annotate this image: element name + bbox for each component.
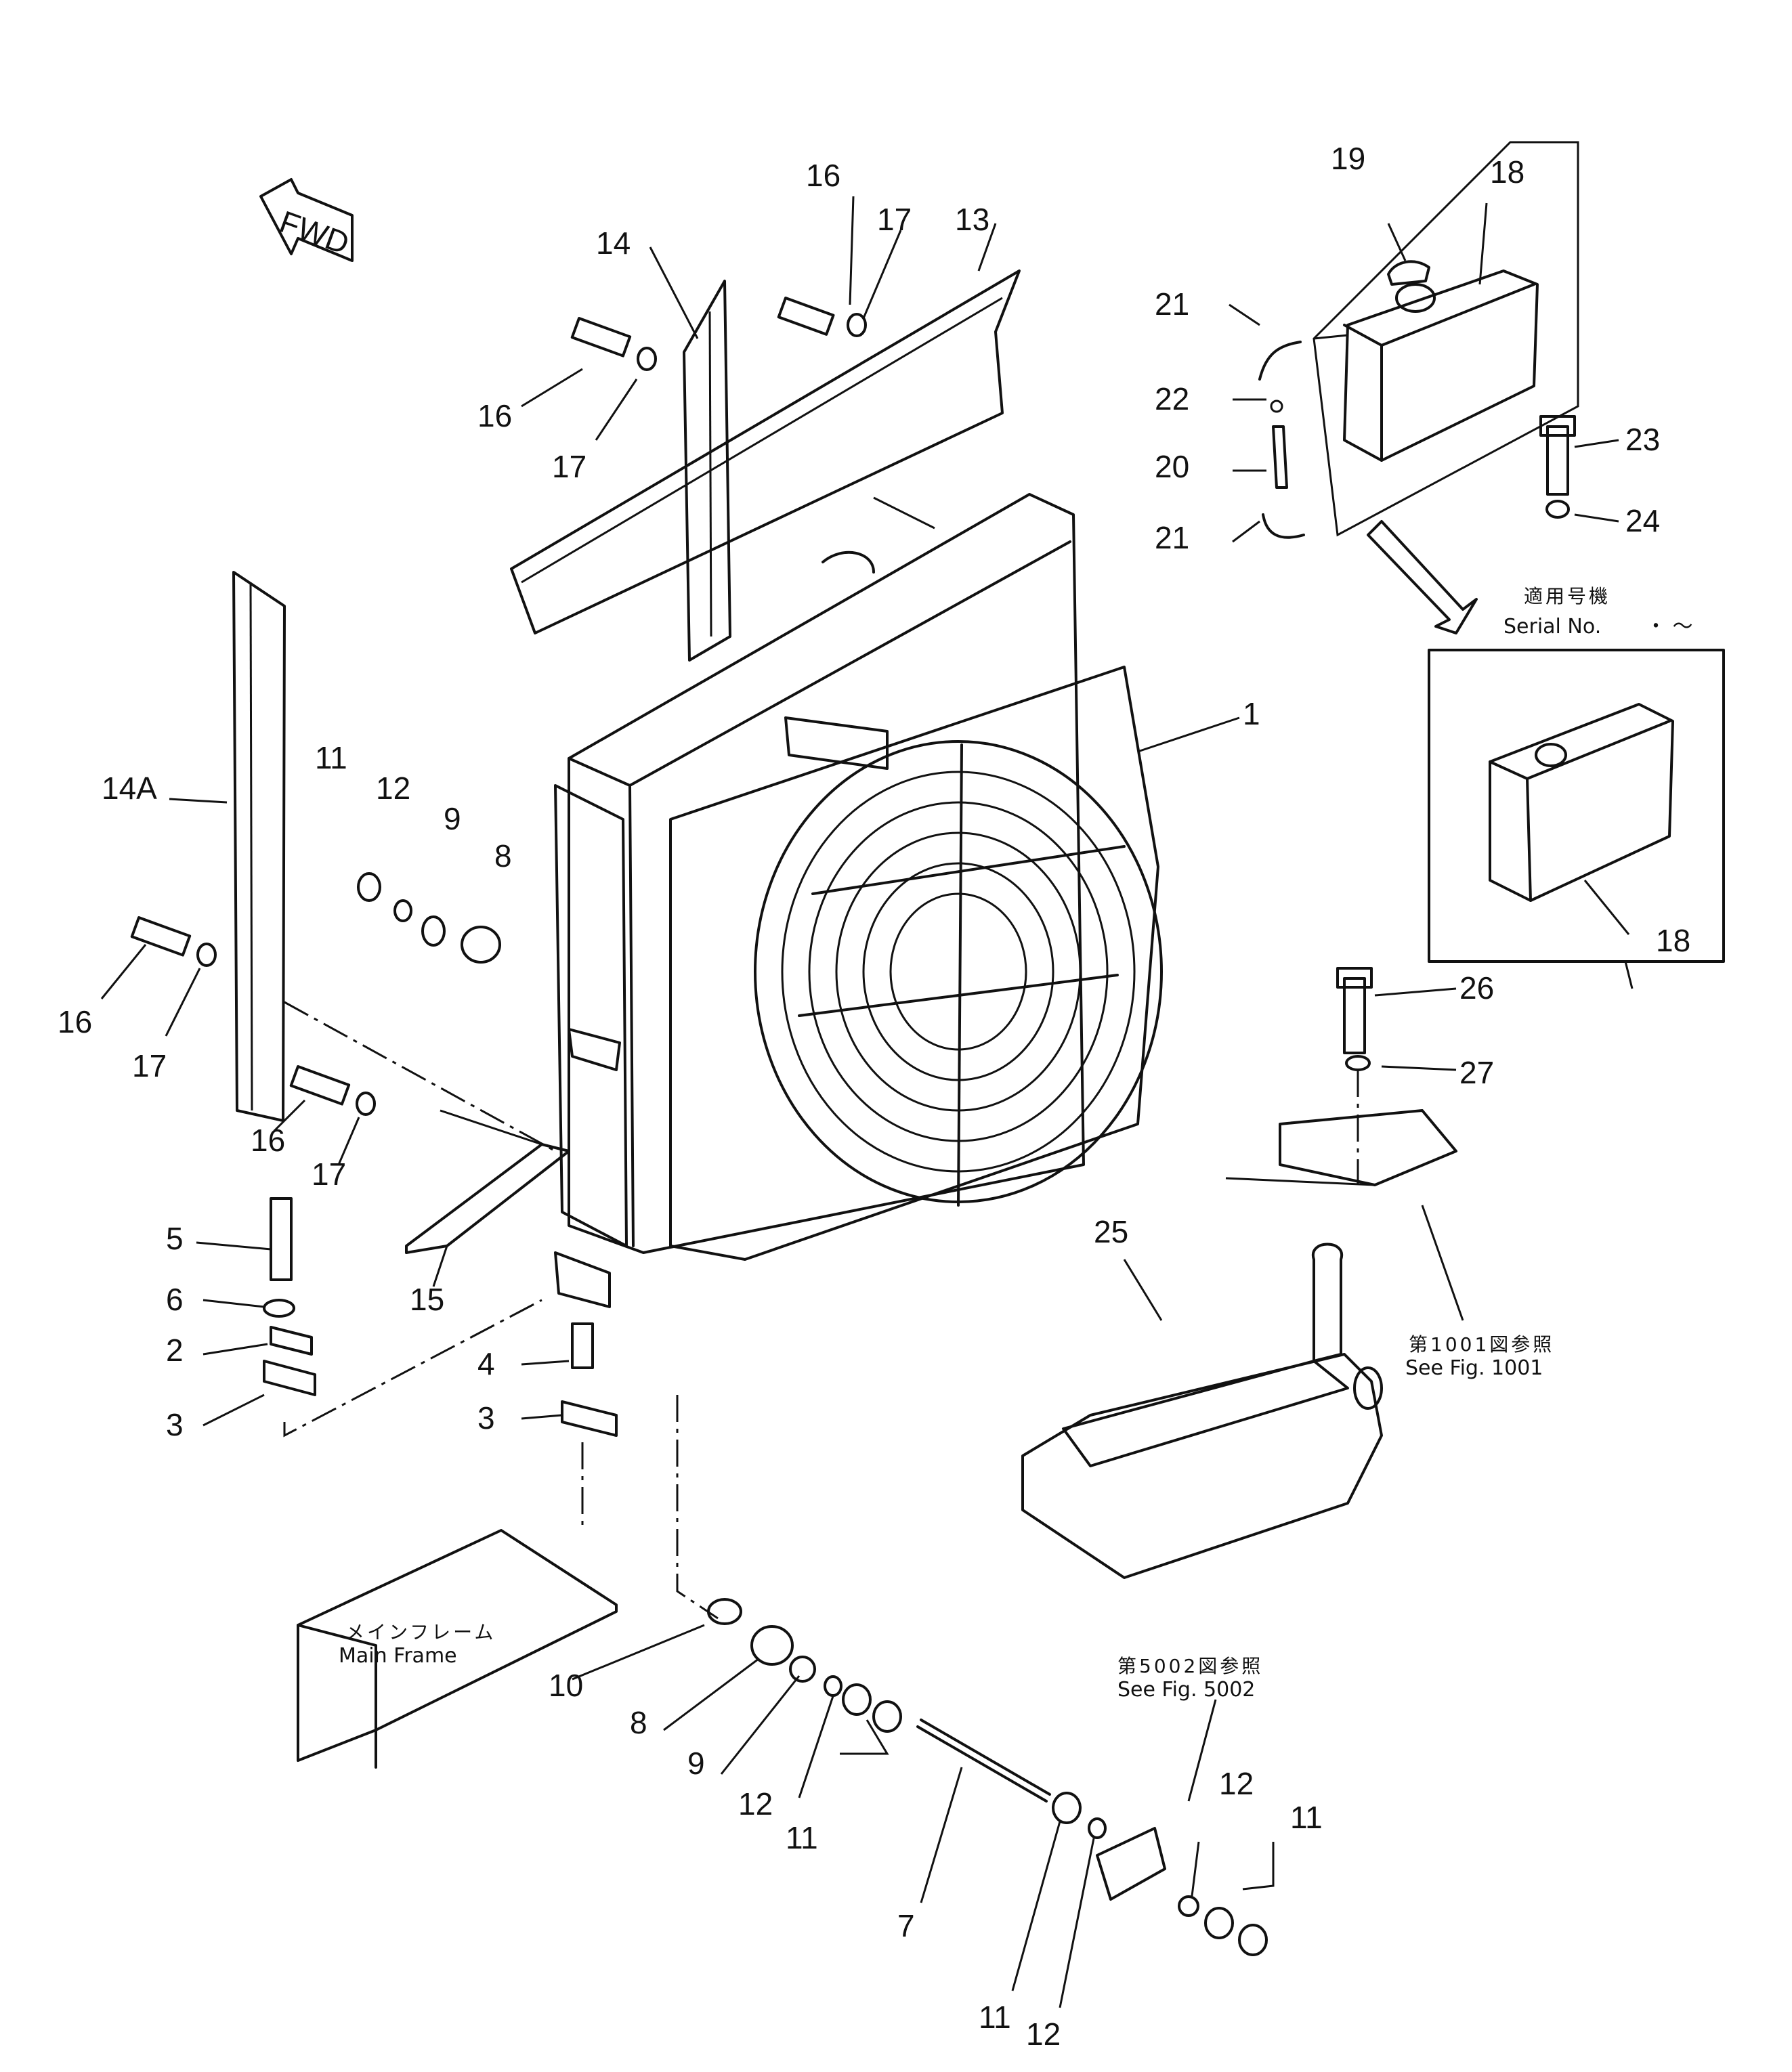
fig5002-note-jp: 第5002図参照 [1117, 1655, 1263, 1677]
callout-14: 14 [596, 225, 631, 261]
callout-5: 5 [166, 1221, 184, 1256]
lower-mount-parts [263, 1197, 618, 1437]
tank-bracket-outline [1313, 141, 1579, 537]
frame-bracket-1001 [1225, 1109, 1457, 1186]
callout-9: 9 [687, 1746, 705, 1781]
callout-3: 3 [166, 1407, 184, 1442]
callout-11: 11 [979, 2000, 1011, 2035]
callout-9: 9 [444, 801, 461, 836]
mainframe-note-en: Main Frame [339, 1644, 457, 1668]
callout-16: 16 [806, 158, 840, 193]
callout-15: 15 [410, 1282, 444, 1317]
callout-18: 18 [1490, 154, 1524, 190]
radiator-assembly [568, 493, 1159, 1261]
callout-19: 19 [1331, 141, 1365, 176]
callout-21: 21 [1155, 520, 1189, 555]
callout-23: 23 [1625, 422, 1660, 457]
serial-range: ・ ～ [1646, 615, 1693, 639]
callout-17: 17 [312, 1157, 346, 1192]
callout-17: 17 [877, 202, 912, 237]
callout-14a: 14A [102, 771, 157, 806]
callout-2: 2 [166, 1333, 184, 1368]
side-seal-plate-14 [683, 280, 731, 662]
callout-16: 16 [477, 398, 512, 433]
main-frame [297, 1529, 618, 1769]
callout-8: 8 [630, 1705, 647, 1740]
callout-4: 4 [477, 1346, 495, 1381]
reference-notes: 適用号機 Serial No. ・ ～ 第1001図参照 See Fig. 10… [339, 585, 1693, 1702]
callout-7: 7 [897, 1908, 915, 1943]
callout-labels: 1 2 3 3 4 5 6 7 8 8 9 9 10 11 11 11 11 1… [58, 141, 1690, 2052]
callout-3: 3 [477, 1400, 495, 1436]
callout-16: 16 [58, 1004, 92, 1039]
callout-11: 11 [315, 740, 347, 775]
callout-17: 17 [132, 1048, 167, 1083]
lower-panel-15 [405, 1109, 570, 1254]
callout-13: 13 [955, 202, 989, 237]
bolt-23 [1539, 415, 1576, 519]
callout-10: 10 [549, 1668, 583, 1703]
side-seal-plate-14a [232, 571, 286, 1122]
callout-27: 27 [1459, 1055, 1494, 1090]
forward-arrow-icon: FWD [259, 178, 354, 262]
callout-17: 17 [552, 449, 586, 484]
callout-26: 26 [1459, 970, 1494, 1006]
serial-note-jp: 適用号機 [1524, 585, 1610, 607]
mainframe-note-jp: メインフレーム [345, 1621, 496, 1643]
leader-lines [100, 196, 1634, 2008]
callout-20: 20 [1155, 449, 1189, 484]
callout-24: 24 [1625, 503, 1660, 538]
callout-12: 12 [376, 771, 410, 806]
reserve-tank [1343, 269, 1539, 462]
callout-12: 12 [738, 1786, 773, 1821]
top-cover-panel [510, 269, 1021, 634]
callout-18: 18 [1656, 923, 1690, 958]
callout-11: 11 [1290, 1800, 1323, 1835]
serial-arrow-icon [1367, 520, 1478, 634]
fig1001-note-en: See Fig. 1001 [1405, 1356, 1543, 1380]
top-bolts [130, 297, 867, 1116]
stud-bolt [916, 1719, 1051, 1803]
callout-16: 16 [251, 1123, 285, 1158]
fig5002-note-en: See Fig. 5002 [1117, 1678, 1255, 1702]
callout-12: 12 [1026, 2016, 1061, 2052]
fan-guard [754, 740, 1163, 1207]
fig1001-note-jp: 第1001図参照 [1409, 1333, 1554, 1356]
callout-25: 25 [1094, 1214, 1128, 1249]
callout-11: 11 [786, 1820, 818, 1855]
hose-fittings [1258, 341, 1305, 539]
serial-note-en: Serial No. [1503, 615, 1601, 639]
side-bracket [554, 784, 628, 1308]
alignment-lines [283, 1001, 1359, 1620]
callout-1: 1 [1243, 696, 1260, 731]
callout-8: 8 [494, 838, 512, 873]
oil-cooler [1021, 1243, 1383, 1579]
tank-cap [1387, 260, 1430, 286]
callout-12: 12 [1219, 1766, 1254, 1801]
callout-22: 22 [1155, 381, 1189, 416]
callout-6: 6 [166, 1282, 184, 1317]
serial-inset-box [1428, 649, 1725, 963]
callout-21: 21 [1155, 286, 1189, 322]
bolt-26 [1336, 967, 1373, 1071]
bottom-fasteners [707, 1598, 1268, 1956]
